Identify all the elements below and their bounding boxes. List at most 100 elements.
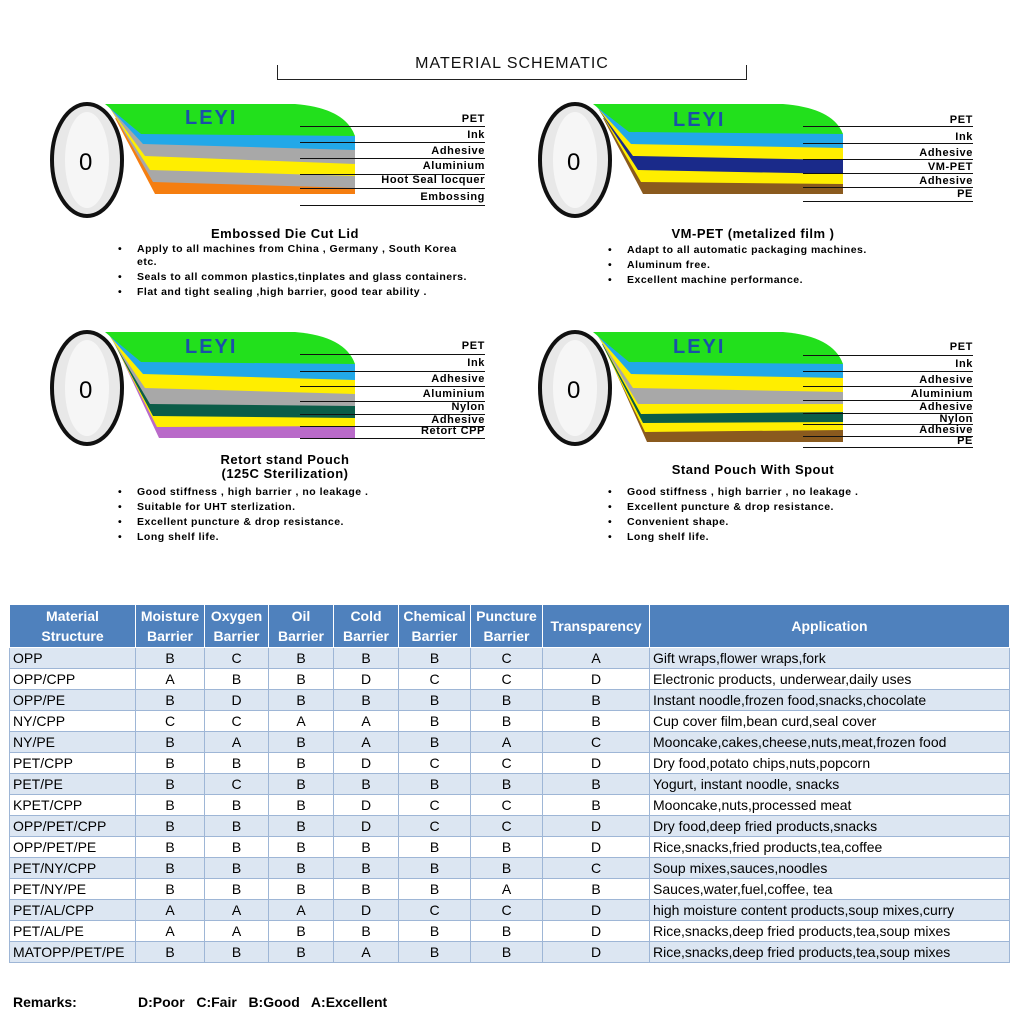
rating-cell: A xyxy=(135,920,205,942)
rating-cell: C xyxy=(470,752,543,774)
rating-cell: B xyxy=(268,920,334,942)
feature-list: Good stiffness , high barrier , no leaka… xyxy=(608,486,968,546)
rating-cell: B xyxy=(542,794,650,816)
rating-cell: B xyxy=(398,731,471,753)
rating-cell: B xyxy=(398,878,471,900)
layer-label: Adhesive xyxy=(919,424,973,436)
rating-cell: B xyxy=(268,647,334,669)
feature-item: Good stiffness , high barrier , no leaka… xyxy=(608,486,968,499)
rating-cell: B xyxy=(470,941,543,963)
rating-cell: B xyxy=(470,689,543,711)
rating-cell: C xyxy=(470,794,543,816)
rating-cell: C xyxy=(470,647,543,669)
brand-logo: LEYI xyxy=(673,336,725,358)
application-cell: Mooncake,cakes,cheese,nuts,meat,frozen f… xyxy=(649,731,1010,753)
schematic-title: VM-PET (metalized film ) xyxy=(671,226,835,241)
rating-cell: B xyxy=(333,836,399,858)
layer-label: Ink xyxy=(955,131,973,143)
material-structure-cell: PET/NY/CPP xyxy=(9,857,136,879)
feature-item: Adapt to all automatic packaging machine… xyxy=(608,244,968,257)
roll-svg: 0 LEYI xyxy=(538,330,843,446)
schematic-stand-pouch-with-spout: 0 LEYI PET Ink Adhesive Aluminium Adhesi… xyxy=(533,326,973,546)
application-cell: Cup cover film,bean curd,seal cover xyxy=(649,710,1010,732)
rating-cell: B xyxy=(542,878,650,900)
remarks-legend: D:Poor C:Fair B:Good A:Excellent xyxy=(138,994,388,1010)
rating-cell: B xyxy=(135,941,205,963)
layer-pet xyxy=(105,104,355,136)
material-structure-cell: NY/CPP xyxy=(9,710,136,732)
application-cell: Rice,snacks,deep fried products,tea,soup… xyxy=(649,920,1010,942)
material-roll-diagram: 0 LEYI xyxy=(45,326,365,451)
rating-cell: B xyxy=(204,815,269,837)
layer-label: PE xyxy=(957,435,973,447)
feature-item: Suitable for UHT sterlization. xyxy=(118,501,478,514)
column-header: Transparency xyxy=(542,604,650,648)
layer-label: Embossing xyxy=(420,191,485,203)
layer-label: Adhesive xyxy=(919,175,973,187)
rating-cell: B xyxy=(204,857,269,879)
layer-label: Retort CPP xyxy=(420,425,485,437)
layer-label: PET xyxy=(461,113,485,125)
rating-cell: B xyxy=(135,731,205,753)
rating-cell: C xyxy=(542,857,650,879)
brand-logo: LEYI xyxy=(185,107,237,129)
remarks: Remarks:D:Poor C:Fair B:Good A:Excellent xyxy=(13,994,387,1010)
layer-label: Ink xyxy=(467,357,485,369)
roll-mark: 0 xyxy=(567,377,580,404)
rating-cell: B xyxy=(204,794,269,816)
rating-cell: A xyxy=(542,647,650,669)
rating-cell: B xyxy=(398,920,471,942)
material-structure-cell: MATOPP/PET/PE xyxy=(9,941,136,963)
rating-cell: D xyxy=(542,815,650,837)
feature-item: Apply to all machines from China , Germa… xyxy=(118,243,478,269)
rating-cell: C xyxy=(204,710,269,732)
rating-cell: C xyxy=(398,794,471,816)
schematic-embossed-die-cut-lid: 0 LEYI PET Ink Adhesive Aluminium Hoot S… xyxy=(45,98,485,326)
material-roll-diagram: 0 LEYI xyxy=(533,326,853,451)
material-structure-cell: OPP/CPP xyxy=(9,668,136,690)
schematic-vm-pet: 0 LEYI PET Ink Adhesive VM-PET Adhesive … xyxy=(533,98,973,298)
application-cell: Sauces,water,fuel,coffee, tea xyxy=(649,878,1010,900)
schematic-title: Embossed Die Cut Lid xyxy=(211,226,359,241)
rating-cell: B xyxy=(268,773,334,795)
rating-cell: D xyxy=(542,836,650,858)
rating-cell: B xyxy=(542,773,650,795)
rating-cell: B xyxy=(542,689,650,711)
layer-label: Adhesive xyxy=(431,373,485,385)
layer-label: Aluminium xyxy=(910,388,973,400)
rating-cell: D xyxy=(333,815,399,837)
roll-mark: 0 xyxy=(79,377,92,404)
rating-cell: B xyxy=(204,878,269,900)
rating-cell: B xyxy=(135,794,205,816)
rating-cell: B xyxy=(135,689,205,711)
brand-logo: LEYI xyxy=(673,109,725,131)
rating-cell: B xyxy=(470,836,543,858)
schematic-subtitle: (125C Sterilization) xyxy=(221,466,349,481)
rating-cell: B xyxy=(333,689,399,711)
rating-cell: B xyxy=(204,752,269,774)
rating-cell: B xyxy=(470,857,543,879)
material-structure-cell: OPP/PET/PE xyxy=(9,836,136,858)
rating-cell: B xyxy=(398,710,471,732)
rating-cell: A xyxy=(333,731,399,753)
rating-cell: C xyxy=(135,710,205,732)
application-cell: Rice,snacks,deep fried products,tea,soup… xyxy=(649,941,1010,963)
roll-mark: 0 xyxy=(79,149,92,176)
rating-cell: A xyxy=(135,899,205,921)
feature-list: Good stiffness , high barrier , no leaka… xyxy=(118,486,478,546)
rating-cell: B xyxy=(135,815,205,837)
